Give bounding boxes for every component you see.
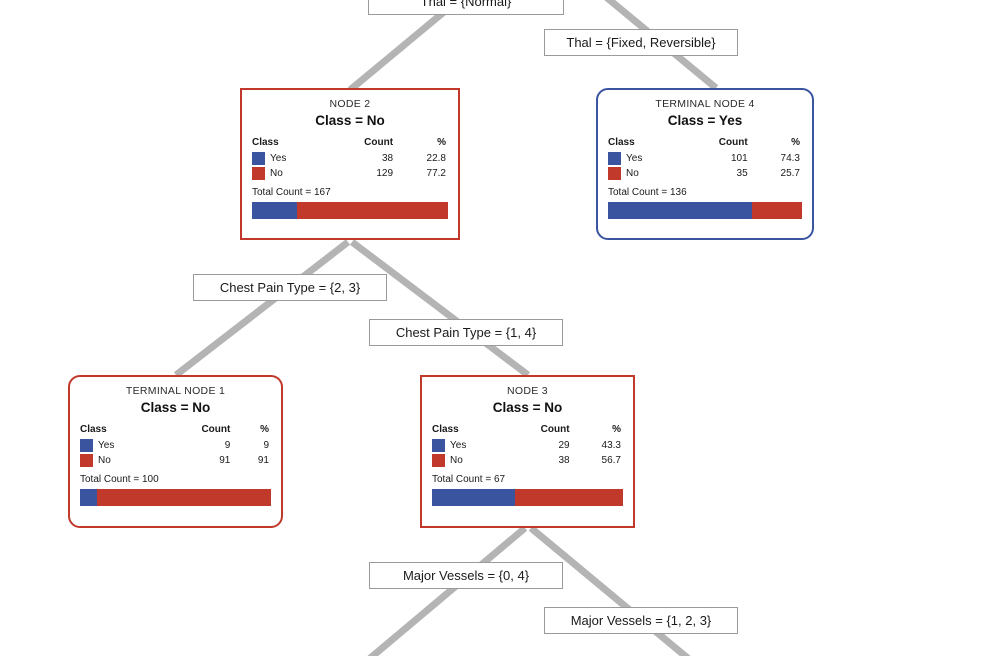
row-class-name: Yes: [450, 440, 467, 451]
row-class-name: Yes: [626, 153, 643, 164]
legend-swatch-yes-icon: [608, 152, 621, 165]
row-pct: 22.8: [426, 153, 446, 164]
bar-segment-no: [752, 202, 802, 219]
row-count: 101: [730, 153, 748, 164]
node-title: NODE 3: [507, 385, 548, 397]
row-pct: 9: [263, 440, 269, 451]
table-row: No 35 25.7: [598, 166, 812, 181]
table-row: No 38 56.7: [422, 453, 633, 468]
row-class-name: No: [450, 455, 463, 466]
header-class: Class: [432, 424, 459, 435]
tree-node-node-2[interactable]: NODE 2 Class = No Class Count % Yes: [240, 88, 460, 240]
edge-label-chest-pain-1-4: Chest Pain Type = {1, 4}: [369, 319, 563, 346]
total-count: Total Count = 136: [608, 187, 687, 198]
row-pct: 91: [257, 455, 269, 466]
row-pct: 77.2: [426, 168, 446, 179]
legend-swatch-yes-icon: [252, 152, 265, 165]
edge-node2-to-node3: [349, 239, 531, 378]
edge-label-major-vessels-1-2-3: Major Vessels = {1, 2, 3}: [544, 607, 738, 634]
row-class-name: Yes: [270, 153, 287, 164]
table-header-row: Class Count %: [242, 137, 458, 151]
node-title: NODE 2: [329, 98, 371, 110]
node-class-table: Class Count % Yes 9 9: [70, 424, 281, 468]
header-count: Count: [201, 424, 231, 435]
row-count: 38: [381, 153, 394, 164]
edge-label-major-vessels-0-4: Major Vessels = {0, 4}: [369, 562, 563, 589]
legend-swatch-no-icon: [432, 454, 445, 467]
row-count: 9: [224, 440, 231, 451]
header-pct: %: [612, 424, 621, 435]
row-count: 38: [558, 455, 570, 466]
header-class: Class: [80, 424, 107, 435]
edge-label-thal-fixed-reversible: Thal = {Fixed, Reversible}: [544, 29, 738, 56]
table-row: Yes 29 43.3: [422, 438, 633, 453]
header-class: Class: [608, 137, 635, 148]
bar-segment-yes: [432, 489, 515, 506]
total-count: Total Count = 67: [432, 474, 506, 485]
legend-swatch-no-icon: [252, 167, 265, 180]
row-class-name: Yes: [98, 440, 115, 451]
header-pct: %: [437, 137, 446, 148]
edge-node3-to-left: [367, 525, 528, 656]
header-pct: %: [791, 137, 800, 148]
row-count: 29: [558, 440, 570, 451]
distribution-bar: [80, 489, 271, 506]
edge-node3-to-right: [528, 525, 691, 656]
distribution-bar: [252, 202, 448, 219]
row-class-name: No: [98, 455, 111, 466]
distribution-bar: [432, 489, 623, 506]
bar-segment-no: [97, 489, 271, 506]
table-header-row: Class Count %: [598, 137, 812, 151]
header-count: Count: [540, 424, 570, 435]
node-class-table: Class Count % Yes 38 22.8: [242, 137, 458, 181]
table-header-row: Class Count %: [70, 424, 281, 438]
tree-node-terminal-node-4[interactable]: TERMINAL NODE 4 Class = Yes Class Count …: [596, 88, 814, 240]
table-row: Yes 101 74.3: [598, 151, 812, 166]
row-pct: 74.3: [780, 153, 800, 164]
node-class-table: Class Count % Yes 29 43.3: [422, 424, 633, 468]
total-count: Total Count = 167: [252, 187, 331, 198]
distribution-bar: [608, 202, 802, 219]
bar-segment-no: [296, 202, 448, 219]
table-row: Yes 38 22.8: [242, 151, 458, 166]
row-pct: 43.3: [601, 440, 621, 451]
legend-swatch-no-icon: [608, 167, 621, 180]
node-title: TERMINAL NODE 4: [655, 98, 755, 110]
table-header-row: Class Count %: [422, 424, 633, 438]
header-class: Class: [252, 137, 279, 148]
row-class-name: No: [626, 168, 639, 179]
tree-node-terminal-node-1[interactable]: TERMINAL NODE 1 Class = No Class Count %…: [68, 375, 283, 528]
tree-node-node-3[interactable]: NODE 3 Class = No Class Count % Yes: [420, 375, 635, 528]
legend-swatch-yes-icon: [80, 439, 93, 452]
header-pct: %: [260, 424, 269, 435]
node-class-label: Class = Yes: [667, 113, 743, 128]
header-count: Count: [364, 137, 394, 148]
row-count: 91: [219, 455, 231, 466]
edge-label-thal-normal: Thal = {Normal}: [368, 0, 564, 15]
table-row: No 129 77.2: [242, 166, 458, 181]
node-class-label: Class = No: [492, 400, 563, 415]
node-class-label: Class = No: [315, 113, 385, 128]
row-pct: 25.7: [780, 168, 800, 179]
node-class-label: Class = No: [140, 400, 211, 415]
node-title: TERMINAL NODE 1: [125, 385, 226, 397]
bar-segment-yes: [80, 489, 98, 506]
row-pct: 56.7: [601, 455, 621, 466]
table-row: Yes 9 9: [70, 438, 281, 453]
node-class-table: Class Count % Yes 101 74.3: [598, 137, 812, 181]
bar-segment-yes: [608, 202, 753, 219]
edge-node2-to-node1: [173, 239, 351, 378]
legend-swatch-yes-icon: [432, 439, 445, 452]
row-count: 129: [376, 168, 394, 179]
total-count: Total Count = 100: [80, 474, 159, 485]
header-count: Count: [718, 137, 748, 148]
bar-segment-yes: [252, 202, 297, 219]
table-row: No 91 91: [70, 453, 281, 468]
row-class-name: No: [270, 168, 283, 179]
row-count: 35: [736, 168, 748, 179]
edge-label-chest-pain-2-3: Chest Pain Type = {2, 3}: [193, 274, 387, 301]
legend-swatch-no-icon: [80, 454, 93, 467]
bar-segment-no: [514, 489, 623, 506]
